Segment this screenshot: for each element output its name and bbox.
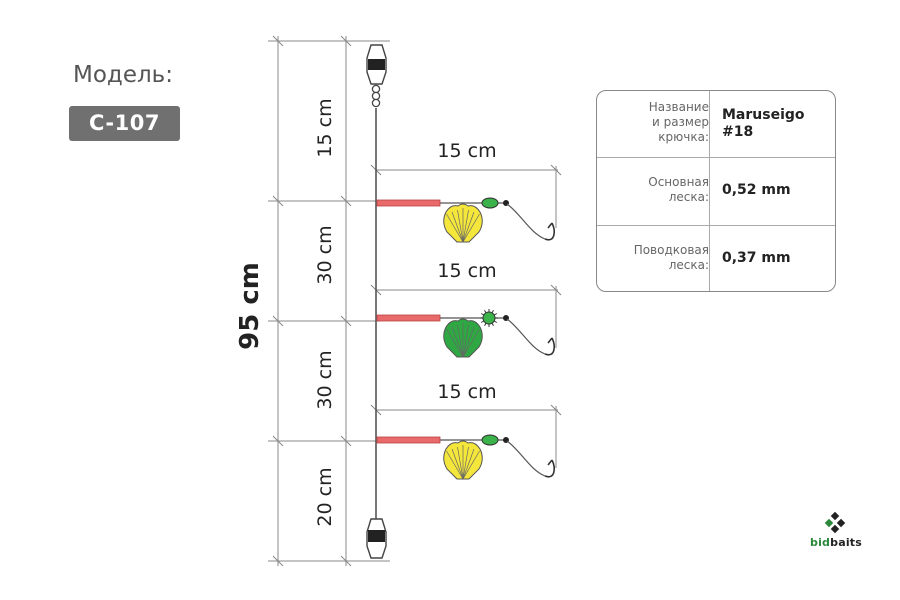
dropper-length-label-1: 15 cm xyxy=(437,140,496,162)
brand-name: bidbaits xyxy=(810,536,862,549)
hook-icon xyxy=(544,337,555,356)
shell-ridge xyxy=(457,446,464,480)
dropper-1 xyxy=(376,197,555,243)
bottom-snap-icon xyxy=(366,518,387,559)
brand-name-part-2: baits xyxy=(830,536,862,549)
hook-snell xyxy=(506,203,546,240)
shell-ridge xyxy=(462,211,475,243)
segment-label-4: 20 cm xyxy=(314,467,336,526)
dimension-lines xyxy=(268,35,562,567)
shell-ridge xyxy=(462,328,480,358)
shell-ridge xyxy=(451,211,464,243)
segment-label-1: 15 cm xyxy=(314,98,336,157)
shell-ridge xyxy=(462,213,480,243)
brand-logo: bidbaits xyxy=(810,512,862,554)
segment-label-2: 30 cm xyxy=(314,225,336,284)
hook-icon xyxy=(544,459,555,478)
shell-ridge xyxy=(457,324,464,358)
hook-icon xyxy=(544,222,555,241)
oval-bead-icon xyxy=(481,434,499,446)
shell-ridge xyxy=(446,213,464,243)
brand-name-part-1: bid xyxy=(810,536,831,549)
shell-ridge xyxy=(451,326,464,358)
spiky-bead-icon xyxy=(482,311,496,325)
shell-ridge xyxy=(457,209,464,243)
spec-value-main-line: 0,52 mm xyxy=(722,182,791,198)
total-length-label: 95 cm xyxy=(235,262,265,350)
dropper-length-label-3: 15 cm xyxy=(437,381,496,403)
shell-ridge xyxy=(451,448,464,480)
spec-label-leader-line: Поводковая леска: xyxy=(633,243,709,272)
spec-row-hook: Название и размер крючка: Maruseigo #18 xyxy=(597,91,835,157)
brand-logo-icon xyxy=(824,512,846,534)
oval-bead-icon xyxy=(481,197,499,209)
spec-value-leader-line: 0,37 mm xyxy=(722,250,791,266)
shell-ridge xyxy=(446,328,464,358)
dropper-tube xyxy=(376,199,441,207)
dropper-2 xyxy=(376,309,555,358)
dropper-length-label-2: 15 cm xyxy=(437,260,496,282)
spec-row-leader-line: Поводковая леска: 0,37 mm xyxy=(597,225,835,291)
model-label: Модель: xyxy=(73,62,173,88)
spec-value-hook: Maruseigo #18 xyxy=(722,107,805,140)
spec-divider xyxy=(709,91,710,291)
hook-snell xyxy=(506,440,546,477)
hook-snell xyxy=(506,318,546,355)
shell-ridge xyxy=(462,324,469,358)
shell-ridge xyxy=(462,446,469,480)
shell-ridge xyxy=(462,326,475,358)
shell-ridge xyxy=(462,448,475,480)
dropper-tube xyxy=(376,314,441,322)
spec-label-main-line: Основная леска: xyxy=(648,175,709,204)
shell-ridge xyxy=(446,450,464,480)
shell-ridge xyxy=(462,209,469,243)
spec-label-hook: Название и размер крючка: xyxy=(648,100,709,144)
spec-table: Название и размер крючка: Maruseigo #18 … xyxy=(596,90,836,292)
spec-row-main-line: Основная леска: 0,52 mm xyxy=(597,157,835,226)
top-swivel-icon xyxy=(366,44,387,108)
dropper-3 xyxy=(376,434,555,480)
droppers xyxy=(376,197,555,480)
segment-label-3: 30 cm xyxy=(314,350,336,409)
shell-ridge xyxy=(462,450,480,480)
dropper-tube xyxy=(376,436,441,444)
model-code-badge: C-107 xyxy=(69,106,180,141)
